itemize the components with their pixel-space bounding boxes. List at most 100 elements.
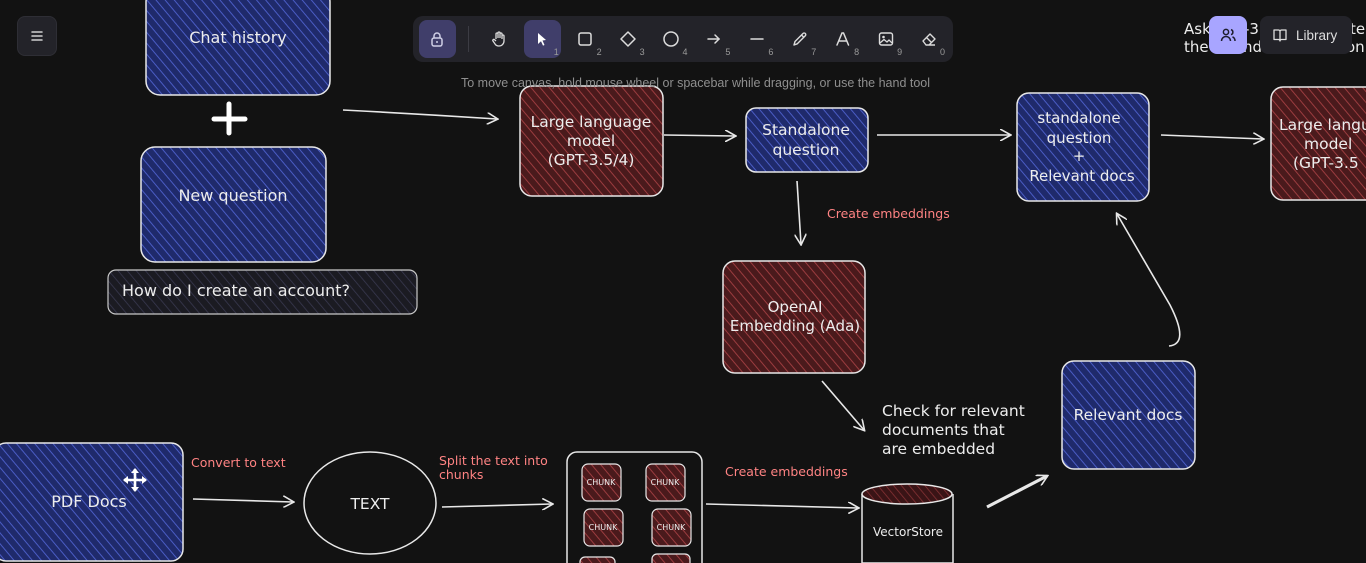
main-menu-button[interactable]: [17, 16, 57, 56]
pdf-docs-node[interactable]: PDF Docs: [0, 442, 184, 562]
standalone-line-1: Standalone: [762, 121, 850, 139]
line-tool-button[interactable]: 6: [738, 20, 775, 58]
hand-icon: [492, 31, 505, 47]
llm-2-line-3: (GPT-3.5: [1293, 154, 1359, 172]
image-tool-shortcut: 9: [897, 47, 903, 57]
chat-history-label: Chat history: [189, 28, 287, 47]
library-button[interactable]: Library: [1260, 16, 1352, 54]
chunk-2-label: CHUNK: [651, 478, 680, 487]
ellipse-icon: [663, 31, 679, 47]
split-text-note-line-1: Split the text into: [439, 453, 548, 468]
line-icon: [750, 38, 764, 40]
text-node[interactable]: TEXT: [303, 451, 437, 555]
draw-tool-button[interactable]: 7: [781, 20, 818, 58]
pdf-docs-label: PDF Docs: [51, 492, 127, 511]
example-question-label: How do I create an account?: [122, 281, 350, 300]
diamond-tool-shortcut: 3: [639, 47, 645, 57]
arrow-tool-button[interactable]: 5: [696, 20, 733, 58]
combined-line-3: +: [1073, 147, 1086, 165]
chunk-4-label: CHUNK: [657, 523, 686, 532]
note-fragment-1: Ask: [1184, 20, 1211, 38]
relevant-docs-label: Relevant docs: [1074, 406, 1183, 424]
ellipse-tool-button[interactable]: 4: [653, 20, 690, 58]
chunk-2[interactable]: CHUNK: [645, 463, 686, 502]
standalone-question-node[interactable]: Standalone question: [745, 107, 869, 173]
image-tool-button[interactable]: 9: [867, 20, 904, 58]
arrow-to-standalone[interactable]: [663, 135, 735, 136]
hamburger-icon: [31, 31, 43, 41]
llm-1-line-1: Large language: [531, 113, 652, 131]
chunk-1-label: CHUNK: [587, 478, 616, 487]
chunks-container[interactable]: CHUNK CHUNK CHUNK CHUNK: [566, 451, 703, 563]
relevant-docs-node[interactable]: Relevant docs: [1061, 360, 1196, 470]
image-icon: [878, 32, 893, 46]
rectangle-tool-shortcut: 2: [596, 47, 602, 57]
arrow-right-icon: [707, 34, 721, 44]
collaborate-button[interactable]: [1209, 16, 1247, 54]
chunk-6[interactable]: [651, 553, 691, 563]
hand-tool-button[interactable]: [481, 20, 518, 58]
arrow-to-llm[interactable]: [342, 109, 497, 119]
combined-line-4: Relevant docs: [1029, 167, 1135, 185]
arrow-vector-to-relevant[interactable]: [986, 476, 1047, 509]
chunk-1[interactable]: CHUNK: [581, 463, 622, 502]
combined-line-2: question: [1047, 129, 1112, 147]
plus-icon: [211, 101, 248, 136]
standalone-relevant-node[interactable]: standalone question + Relevant docs: [1016, 92, 1150, 202]
lock-tool-button[interactable]: [419, 20, 456, 58]
example-question-node[interactable]: How do I create an account?: [107, 269, 418, 315]
selection-tool-button[interactable]: 1: [523, 20, 561, 58]
book-icon: [1273, 29, 1287, 42]
chat-history-node[interactable]: Chat history: [145, 0, 331, 96]
selection-tool-shortcut: 1: [553, 47, 559, 57]
arrow-relevant-to-combined[interactable]: [1117, 214, 1181, 347]
chunk-5[interactable]: [579, 556, 616, 563]
new-question-label: New question: [178, 186, 287, 205]
lock-icon: [431, 32, 444, 47]
toolbar-separator: [467, 26, 469, 52]
text-a-icon: [835, 32, 849, 46]
chunk-3-label: CHUNK: [589, 523, 618, 532]
arrow-to-text[interactable]: [192, 499, 293, 502]
check-line-3: are embedded: [882, 440, 995, 458]
arrow-to-check[interactable]: [821, 380, 864, 430]
vectorstore-node[interactable]: VectorStore: [861, 483, 954, 563]
arrow-to-vectorstore[interactable]: [705, 504, 858, 508]
check-relevant-note[interactable]: Check for relevant documents that are em…: [882, 402, 1025, 458]
users-icon: [1220, 28, 1236, 42]
note-fragment-2: -3: [1244, 20, 1259, 38]
text-tool-button[interactable]: 8: [824, 20, 861, 58]
llm-node-2[interactable]: Large langu model (GPT-3.5: [1270, 86, 1366, 201]
arrow-tool-shortcut: 5: [725, 47, 731, 57]
arrow-to-llm-2[interactable]: [1160, 135, 1263, 139]
check-line-2: documents that: [882, 421, 1005, 439]
check-line-1: Check for relevant: [882, 402, 1025, 420]
note-fragment-3: te: [1350, 20, 1365, 38]
rectangle-icon: [578, 32, 592, 46]
standalone-line-2: question: [773, 141, 840, 159]
diamond-tool-button[interactable]: 3: [610, 20, 647, 58]
chunk-3[interactable]: CHUNK: [583, 508, 624, 547]
chunk-4[interactable]: CHUNK: [651, 508, 692, 547]
arrow-to-chunks[interactable]: [441, 504, 552, 507]
diamond-icon: [620, 31, 636, 47]
draw-tool-shortcut: 7: [811, 47, 817, 57]
rectangle-tool-button[interactable]: 2: [567, 20, 604, 58]
eraser-tool-button[interactable]: 0: [910, 20, 947, 58]
toolbar: 1 2 3 4 5 6 7: [413, 16, 953, 62]
convert-to-text-note: Convert to text: [191, 455, 286, 470]
text-tool-shortcut: 8: [854, 47, 860, 57]
eraser-tool-shortcut: 0: [940, 47, 946, 57]
llm-2-line-1: Large langu: [1279, 116, 1366, 134]
embedding-line-2: Embedding (Ada): [730, 317, 860, 335]
llm-1-line-3: (GPT-3.5/4): [548, 151, 635, 169]
arrow-to-embedding[interactable]: [797, 180, 801, 244]
llm-2-line-2: model: [1304, 135, 1352, 153]
llm-node-1[interactable]: Large language model (GPT-3.5/4): [519, 85, 664, 197]
move-cursor-icon: [123, 468, 147, 492]
note-fragment-4: the: [1184, 38, 1209, 56]
openai-embedding-node[interactable]: OpenAI Embedding (Ada): [722, 260, 866, 374]
new-question-node[interactable]: New question: [140, 146, 327, 263]
combined-line-1: standalone: [1037, 109, 1120, 127]
